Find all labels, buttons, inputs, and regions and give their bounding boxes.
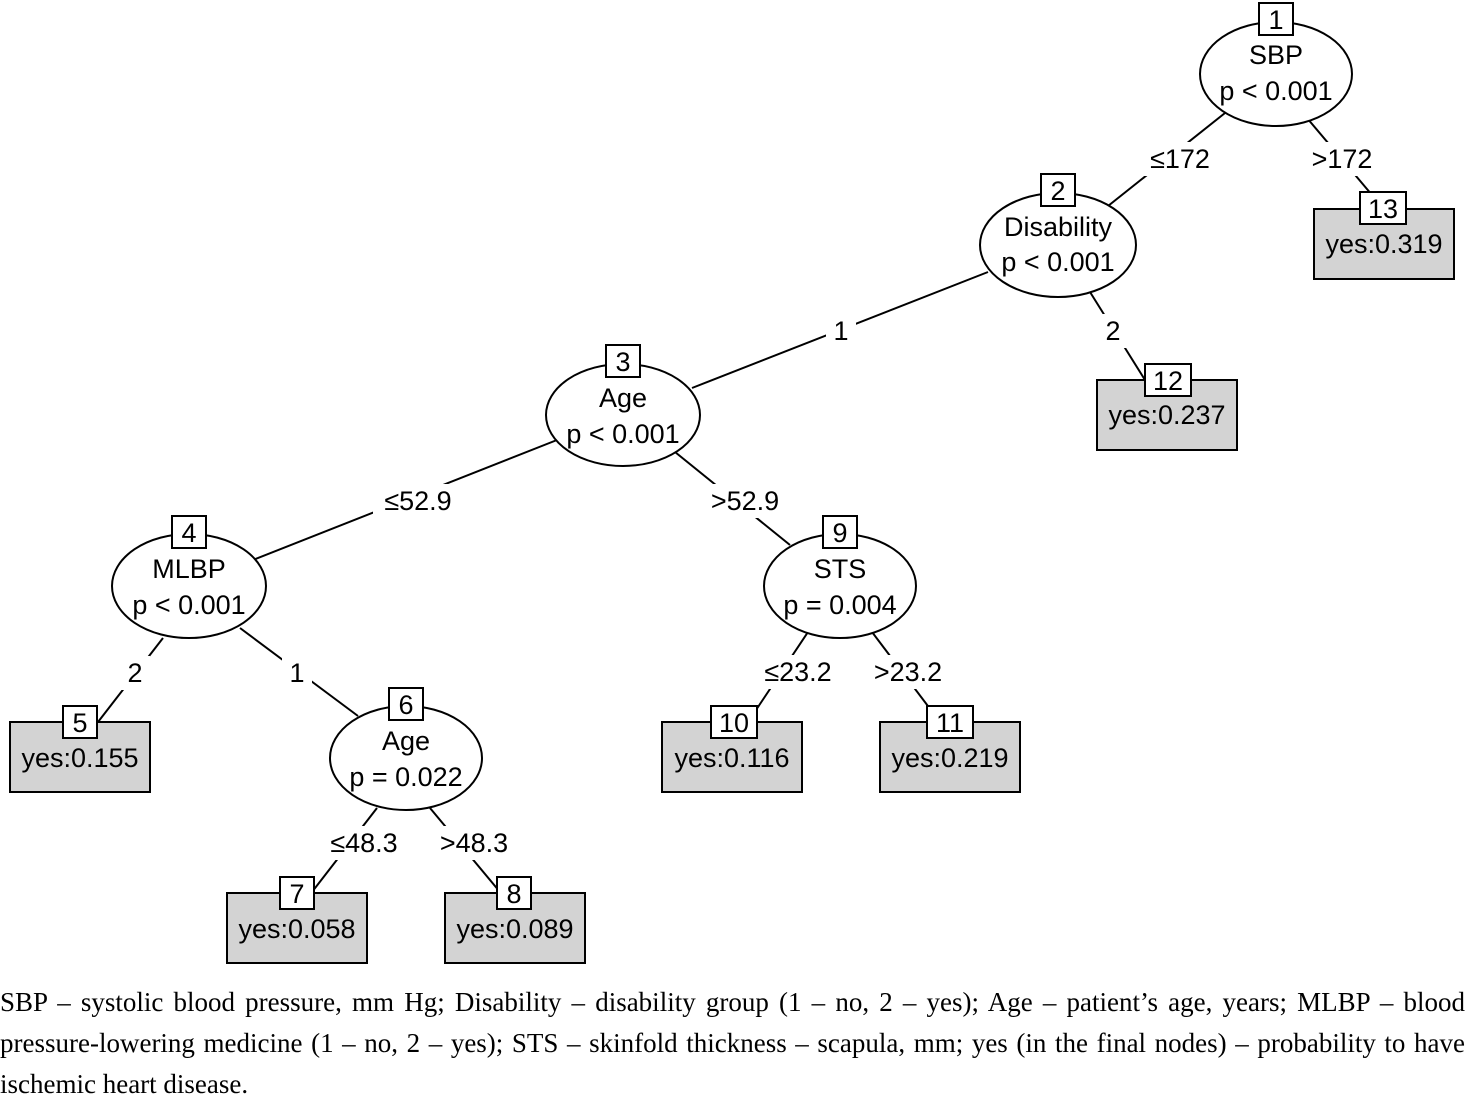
leaf-node-7: 7 yes:0.058	[226, 876, 368, 964]
inner-node-1: 1 SBP p < 0.001	[1199, 2, 1353, 127]
node-variable: MLBP	[152, 554, 226, 584]
node-id: 7	[289, 879, 304, 909]
inner-node-2: 2 Disability p < 0.001	[979, 173, 1137, 298]
inner-node-4: 4 MLBP p < 0.001	[111, 515, 267, 639]
edge-label-1-13: >172	[1312, 144, 1373, 174]
node-p-value: p = 0.022	[349, 762, 462, 792]
leaf-node-12: 12 yes:0.237	[1096, 363, 1238, 451]
edge-label-9-11: >23.2	[874, 657, 942, 687]
edge-label-6-8: >48.3	[440, 828, 508, 858]
node-id: 1	[1268, 5, 1283, 35]
leaf-node-13: 13 yes:0.319	[1313, 191, 1455, 280]
leaf-value: yes:0.058	[238, 914, 355, 944]
leaf-value: yes:0.116	[674, 743, 789, 773]
node-id: 9	[832, 518, 847, 548]
inner-node-9: 9 STS p = 0.004	[763, 515, 917, 639]
node-id: 10	[719, 708, 749, 738]
edge-label-9-10: ≤23.2	[764, 657, 831, 687]
node-id: 8	[506, 879, 521, 909]
node-variable: Disability	[1004, 212, 1113, 242]
leaf-node-5: 5 yes:0.155	[9, 705, 151, 793]
node-id: 13	[1368, 194, 1398, 224]
node-id: 4	[181, 518, 196, 548]
edge-label-2-3: 1	[833, 316, 848, 346]
node-id: 12	[1153, 366, 1183, 396]
node-id: 3	[615, 347, 630, 377]
figure-caption: SBP – systolic blood pressure, mm Hg; Di…	[0, 987, 1465, 1099]
edge-label-3-4: ≤52.9	[384, 486, 451, 516]
leaf-value: yes:0.155	[21, 743, 138, 773]
node-variable: STS	[814, 554, 867, 584]
edge-labels: ≤172 >172 1 2 ≤52.9 >52.9 2 1 ≤48.3 >48.…	[120, 142, 1382, 860]
leaf-node-10: 10 yes:0.116	[661, 705, 803, 793]
decision-tree: ≤172 >172 1 2 ≤52.9 >52.9 2 1 ≤48.3 >48.…	[9, 2, 1455, 964]
leaf-value: yes:0.319	[1325, 229, 1442, 259]
edge-label-1-2: ≤172	[1150, 144, 1210, 174]
inner-node-3: 3 Age p < 0.001	[545, 344, 701, 467]
node-p-value: p = 0.004	[783, 590, 896, 620]
node-p-value: p < 0.001	[1001, 247, 1114, 277]
edge-label-2-12: 2	[1105, 316, 1120, 346]
node-p-value: p < 0.001	[1219, 76, 1332, 106]
leaf-node-11: 11 yes:0.219	[879, 705, 1021, 793]
edge-label-3-9: >52.9	[711, 486, 779, 516]
node-variable: Age	[382, 726, 430, 756]
inner-node-6: 6 Age p = 0.022	[329, 687, 483, 811]
node-id: 2	[1050, 176, 1065, 206]
node-id: 5	[72, 708, 87, 738]
node-p-value: p < 0.001	[132, 590, 245, 620]
edge-label-4-5: 2	[127, 658, 142, 688]
leaf-value: yes:0.237	[1108, 400, 1225, 430]
node-variable: SBP	[1249, 40, 1303, 70]
edge-label-4-6: 1	[289, 658, 304, 688]
node-id: 11	[936, 708, 964, 738]
node-id: 6	[398, 690, 413, 720]
node-p-value: p < 0.001	[566, 419, 679, 449]
leaf-node-8: 8 yes:0.089	[444, 876, 586, 964]
node-variable: Age	[599, 383, 647, 413]
leaf-value: yes:0.219	[891, 743, 1008, 773]
edge-label-6-7: ≤48.3	[330, 828, 397, 858]
leaf-value: yes:0.089	[456, 914, 573, 944]
